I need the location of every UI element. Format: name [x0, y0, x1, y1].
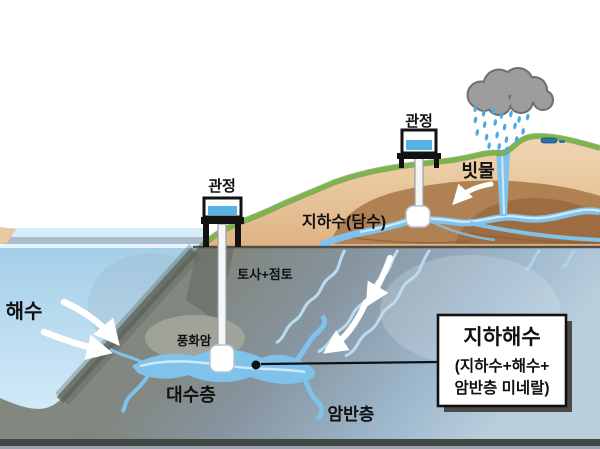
well-right-label: 관정: [405, 112, 433, 130]
callout-line1: (지하수+해수+: [455, 357, 550, 375]
well-left-foot: [209, 344, 235, 373]
well-right-foot: [405, 205, 431, 228]
callout-line2: 암반층 미네랄): [454, 378, 549, 397]
well-right-leg-l: [399, 159, 404, 168]
bottom-bar: [0, 439, 600, 447]
rain-infiltration-arrow: [452, 181, 494, 206]
bedrock-label: 암반층: [328, 405, 375, 424]
rain-stream-core: [501, 151, 505, 215]
callout-title: 지하해수: [463, 326, 540, 349]
well-right-pipe: [414, 157, 424, 211]
well-left-pipe: [217, 223, 227, 351]
well-left-leg-r: [235, 224, 241, 247]
coastal-hill: [197, 132, 600, 251]
bottom-edge-line: [0, 446, 600, 449]
well-left-water: [208, 206, 237, 215]
weathered-rock-label: 풍화암: [177, 333, 212, 348]
sea-surface-band-light: [0, 228, 206, 237]
well-right-water: [406, 140, 432, 150]
aquifer-branches: [109, 314, 328, 421]
callout-box: 지하해수 (지하수+해수+ 암반층 미네랄): [436, 313, 572, 412]
well-left: [201, 196, 244, 373]
leader-line: [260, 360, 439, 366]
bedrock-arrow-curved: [323, 299, 369, 354]
beach-wedge: [0, 227, 16, 244]
seawater-label: 해수: [6, 300, 43, 323]
sea-surface-band-white: [0, 244, 200, 248]
rainwater-label: 빗물: [461, 161, 494, 181]
well-left-label: 관정: [208, 177, 236, 195]
aquifer-label: 대수층: [166, 385, 216, 405]
sea-surface-band-gray: [0, 237, 203, 244]
well-left-stand: [201, 217, 244, 224]
rain-drops-icon: [473, 105, 530, 154]
slope-shadow: [56, 247, 198, 404]
rain-cloud-icon: [466, 67, 554, 116]
well-right: [397, 128, 441, 228]
hilltop-pond: [540, 137, 565, 144]
well-right-stand: [397, 153, 441, 159]
soil-clay-label: 토사+점토: [237, 267, 292, 282]
groundwater-fresh-label: 지하수(담수): [302, 213, 386, 231]
seawater-arrow-lower: [40, 328, 113, 360]
leader-dot-icon: [251, 360, 261, 370]
flow-arrows: [40, 181, 494, 360]
bedrock-arrow-straight: [365, 255, 393, 308]
well-right-leg-r: [434, 159, 439, 168]
well-left-leg-l: [203, 224, 209, 247]
callout-body: [436, 313, 568, 408]
